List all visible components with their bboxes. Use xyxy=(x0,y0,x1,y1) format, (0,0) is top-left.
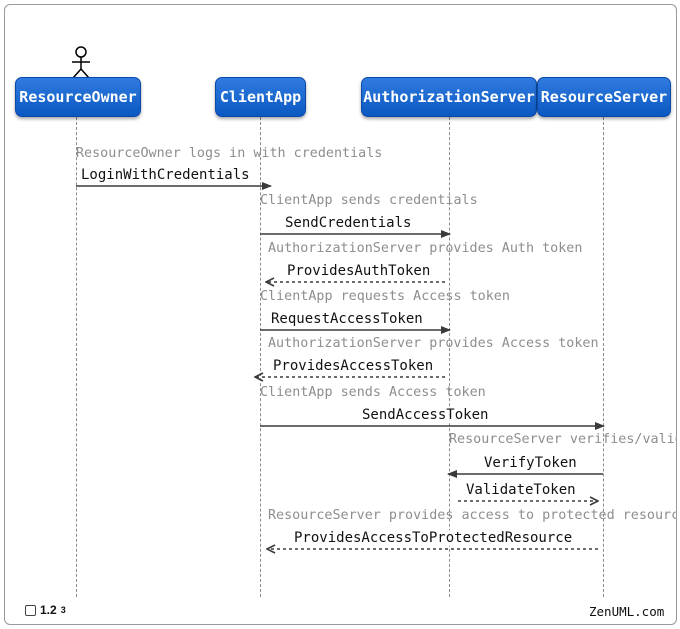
message-label[interactable]: ProvidesAccessToken xyxy=(273,358,434,374)
diagram-frame: ResourceOwner ClientApp AuthorizationSer… xyxy=(4,4,677,625)
message-label[interactable]: VerifyToken xyxy=(484,455,577,471)
message-label[interactable]: LoginWithCredentials xyxy=(81,167,250,183)
version-main: 1.2 xyxy=(40,603,57,617)
participant-authorization-server[interactable]: AuthorizationServer xyxy=(361,77,537,117)
message-comment: ClientApp requests Access token xyxy=(260,289,510,304)
message-comment: AuthorizationServer provides Auth token xyxy=(268,241,583,256)
message-label[interactable]: ValidateToken xyxy=(466,482,576,498)
message-comment: ResourceServer verifies/validates xyxy=(449,432,676,447)
message-label[interactable]: SendCredentials xyxy=(285,215,412,231)
message-comment: ClientApp sends credentials xyxy=(260,193,478,208)
checkbox-icon[interactable] xyxy=(25,604,36,616)
participant-resource-server[interactable]: ResourceServer xyxy=(537,77,671,117)
message-comment: ClientApp sends Access token xyxy=(260,385,486,400)
message-label[interactable]: RequestAccessToken xyxy=(271,311,423,327)
lifeline-resource-owner xyxy=(76,117,77,597)
message-label[interactable]: SendAccessToken xyxy=(362,407,489,423)
message-comment: ResourceServer provides access to protec… xyxy=(268,508,677,523)
lifeline-resource-server xyxy=(603,117,604,597)
brand-link[interactable]: ZenUML.com xyxy=(589,604,665,619)
lifeline-client-app xyxy=(260,117,261,597)
actor-icon xyxy=(72,46,90,79)
message-label[interactable]: ProvidesAccessToProtectedResource xyxy=(294,530,573,546)
message-comment: AuthorizationServer provides Access toke… xyxy=(268,336,599,351)
message-label[interactable]: ProvidesAuthToken xyxy=(287,263,431,279)
message-arrows xyxy=(76,182,605,624)
version-sub: 3 xyxy=(60,605,66,615)
participant-client-app[interactable]: ClientApp xyxy=(215,77,306,117)
lifeline-authorization-server xyxy=(449,117,450,597)
participant-resource-owner[interactable]: ResourceOwner xyxy=(15,77,141,117)
message-comment: ResourceOwner logs in with credentials xyxy=(76,146,383,161)
